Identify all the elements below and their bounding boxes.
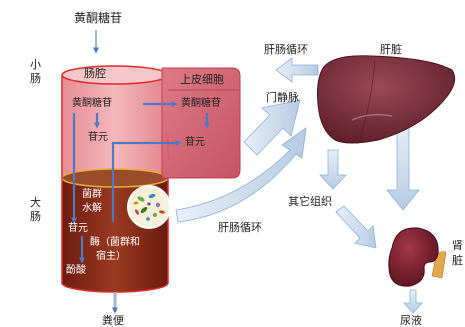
small-intestine-label-line1: 小肠 — [30, 58, 42, 86]
lumen-aglycone-label: 苷元 — [88, 133, 108, 143]
liver-illustration — [318, 56, 455, 143]
colon-top-surface — [62, 169, 168, 187]
phenolic-acid-label: 酚酸 — [66, 266, 86, 276]
epithelial-glycoside-label: 黄酮糖苷 — [181, 99, 221, 109]
input-glycoside-label: 黄酮糖苷 — [74, 12, 122, 24]
tube-top-rim — [62, 66, 168, 84]
kidney-label-line2: 脏 — [452, 255, 463, 266]
enterohepatic-top-label: 肝肠循环 — [264, 44, 308, 55]
portal-vein-label: 门静脉 — [266, 92, 299, 103]
feces-label: 粪便 — [102, 315, 124, 326]
large-intestine-label: 大肠 — [30, 196, 42, 224]
liver-to-tissues-arrow — [320, 150, 346, 189]
enzyme-label-line1: 酶（菌群和 — [90, 238, 140, 248]
epithelial-cell-label: 上皮细胞 — [180, 74, 224, 85]
enterohepatic-top-arrow — [276, 58, 318, 82]
kidney-label-line1: 肾 — [452, 240, 463, 251]
small-intestine-body — [62, 75, 168, 178]
bacteria-circle — [128, 186, 170, 228]
small-intestine-label: 小肠 — [30, 58, 42, 86]
enterohepatic-bottom-label: 肝肠循环 — [218, 222, 262, 233]
large-intestine-label-wrap: 大肠 — [30, 196, 42, 224]
liver-label: 肝脏 — [380, 44, 402, 55]
other-tissues-label: 其它组织 — [288, 196, 332, 207]
hydrolysis-label-line2: 水解 — [82, 204, 102, 214]
epithelial-aglycone-label: 苷元 — [185, 138, 205, 148]
enzyme-label-line2: 宿主） — [96, 252, 126, 262]
lumen-glycoside-label: 黄酮糖苷 — [72, 99, 112, 109]
tissues-to-kidney-arrow — [336, 206, 376, 248]
gut-lumen-label: 肠腔 — [84, 68, 106, 79]
urine-arrow — [404, 290, 422, 313]
colon-aglycone-label: 苷元 — [68, 224, 88, 234]
hydrolysis-label-line1: 菌群 — [82, 190, 102, 200]
urine-label: 尿液 — [400, 315, 422, 326]
kidney-illustration — [389, 228, 446, 286]
